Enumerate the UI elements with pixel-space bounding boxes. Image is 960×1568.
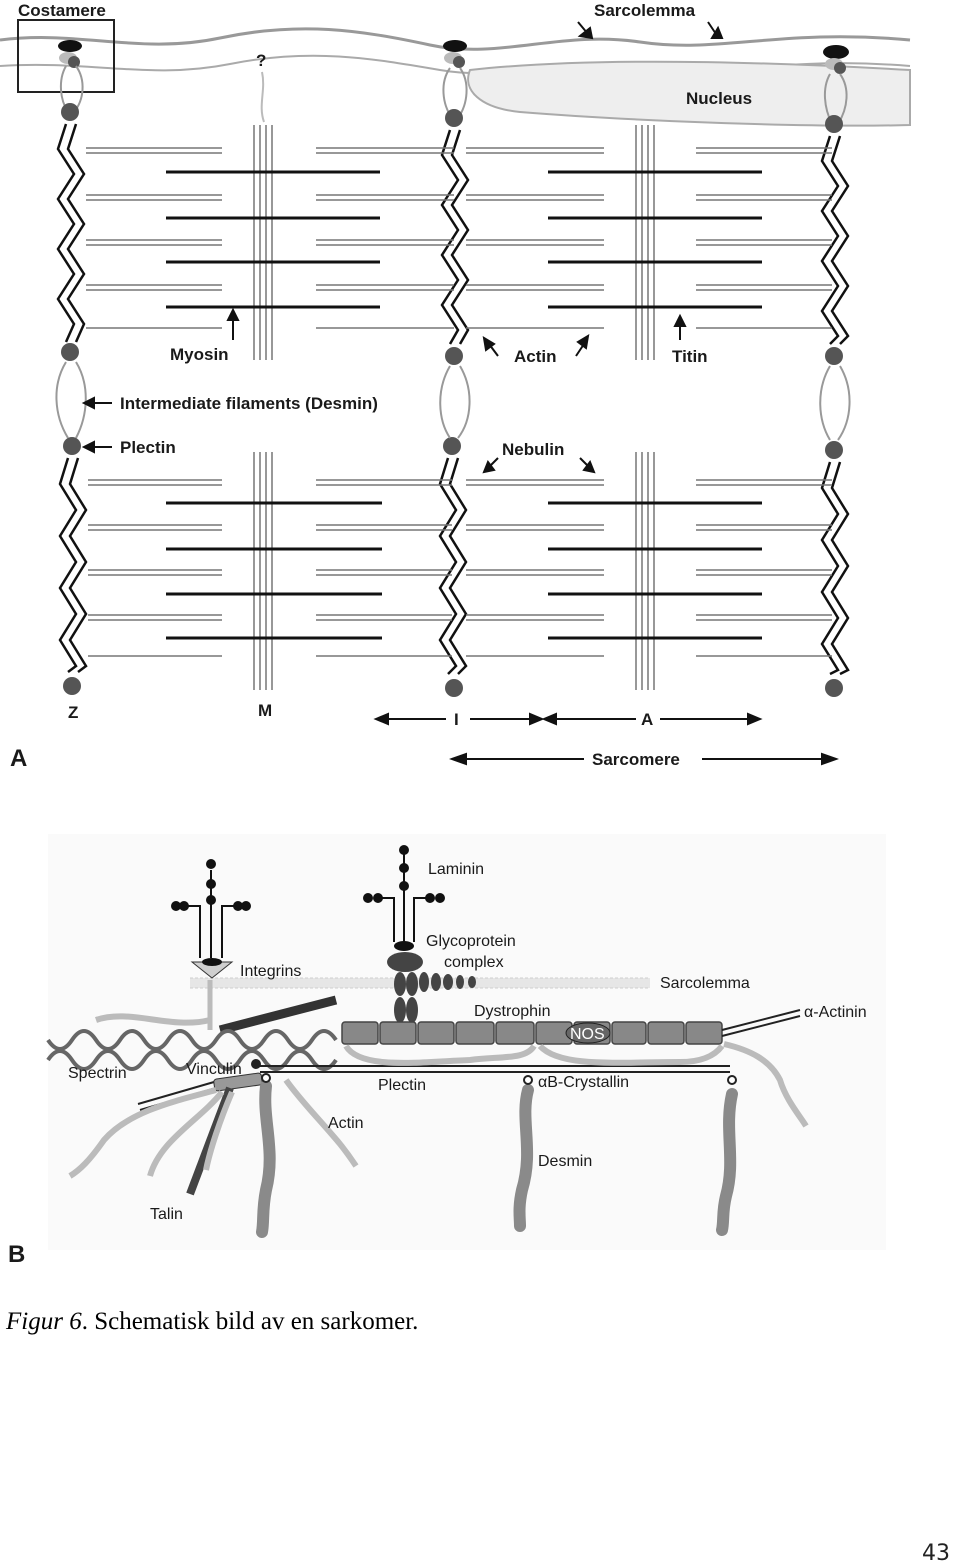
sarcolemma-label: Sarcolemma	[594, 1, 696, 20]
panel-a-diagram: Costamere Sarcolemma ? Nucleus Myosin Ac…	[0, 1, 911, 772]
nos-ellipse	[565, 1022, 611, 1044]
z-line-label: Z	[68, 703, 78, 722]
spectrin-label: Spectrin	[68, 1065, 127, 1082]
desmin-loops	[55, 361, 851, 441]
actin-label: Actin	[514, 347, 557, 366]
talin-rod-top	[218, 995, 338, 1035]
complex-label: complex	[444, 954, 504, 971]
actin-curves	[68, 1013, 809, 1179]
m-line-link	[260, 71, 265, 123]
m-line-label: M	[258, 701, 272, 720]
talin-label: Talin	[150, 1206, 183, 1223]
intermediate-filaments-label: Intermediate filaments (Desmin)	[120, 394, 378, 413]
dystrophin-segments	[341, 1021, 723, 1045]
plectin-b-label: Plectin	[378, 1077, 426, 1094]
caption-text: . Schematisk bild av en sarkomer.	[81, 1308, 419, 1335]
alpha-actinin-label: α-Actinin	[804, 1004, 867, 1021]
actin-filaments	[86, 147, 832, 657]
glycoprotein-label: Glycoprotein	[426, 933, 516, 950]
nucleus-label: Nucleus	[686, 89, 752, 108]
sarcolemma-b-label: Sarcolemma	[660, 975, 750, 992]
myosin-label: Myosin	[170, 345, 229, 364]
z-disc-dots	[61, 103, 843, 697]
integrins-label: Integrins	[240, 963, 301, 980]
page-number: 43	[922, 1541, 950, 1566]
caption-figure-number: Figur 6	[6, 1308, 82, 1335]
glycoprotein-complex	[387, 941, 476, 1023]
plectin-label: Plectin	[120, 438, 176, 457]
laminin-structures	[171, 845, 445, 958]
titin-label: Titin	[672, 347, 708, 366]
a-band-label: A	[641, 710, 653, 729]
costamere-box	[17, 19, 115, 93]
panel-b-letter: B	[8, 1241, 25, 1268]
nebulin-label: Nebulin	[502, 440, 564, 459]
i-band-label: I	[454, 710, 459, 729]
sarcomere-label: Sarcomere	[592, 750, 680, 769]
costamere-complexes	[58, 40, 849, 74]
desmin-filaments	[256, 1080, 738, 1238]
sarcolemma-membrane	[0, 27, 911, 51]
question-mark-label: ?	[256, 51, 266, 70]
plectin-bar	[260, 1065, 730, 1073]
m-lines	[253, 125, 655, 690]
figure-caption: Figur 6. Schematisk bild av en sarkomer.	[6, 1308, 418, 1336]
vinculin-label: Vinculin	[186, 1061, 242, 1078]
spectrin-helix	[46, 1029, 338, 1071]
costamere-label: Costamere	[18, 1, 106, 20]
laminin-label: Laminin	[428, 861, 484, 878]
crystallin-circles	[261, 1073, 737, 1085]
actin-b-label: Actin	[328, 1115, 364, 1132]
desmin-label: Desmin	[538, 1153, 592, 1170]
crystallin-label: αB-Crystallin	[538, 1074, 629, 1091]
sarcomere-figure: Costamere Sarcolemma ? Nucleus Myosin Ac…	[0, 1, 911, 1268]
myosin-filaments	[166, 170, 762, 640]
panel-a-arrows	[81, 21, 839, 766]
nos-label: NOS	[570, 1026, 605, 1043]
panel-b-diagram: Laminin Glycoprotein complex Integrins S…	[8, 834, 886, 1268]
dystrophin-label: Dystrophin	[474, 1003, 550, 1020]
panel-a-letter: A	[10, 745, 27, 772]
